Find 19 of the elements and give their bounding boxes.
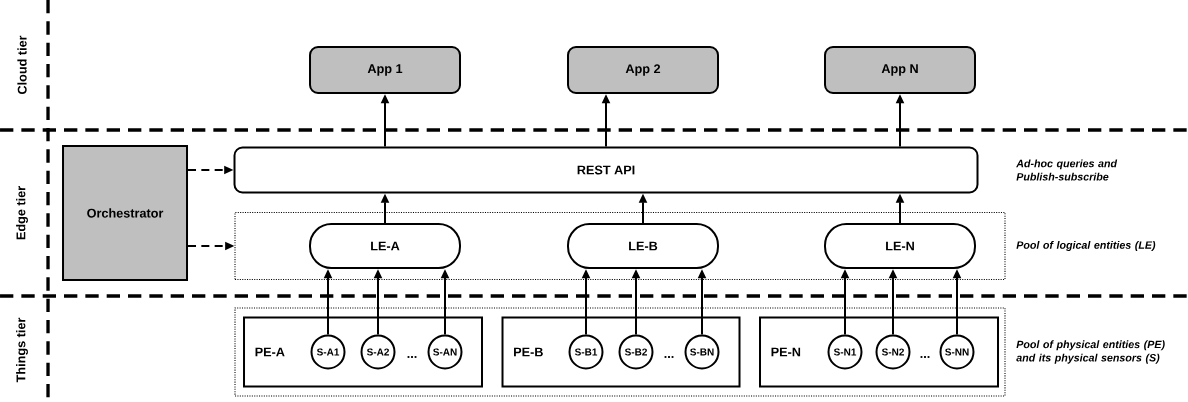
tier-label: Cloud tier <box>17 35 27 95</box>
ellipsis-text: ... <box>664 356 674 358</box>
ellipsis-text: ... <box>407 356 417 358</box>
app-box: App 2 <box>567 46 719 94</box>
pool-box <box>234 211 1006 281</box>
pool-box <box>234 307 1006 397</box>
caption-text: Pool of physical entities (PE) and its physical sensors (S) <box>1016 340 1165 364</box>
caption-text: Ad-hoc queries and Publish-subscribe <box>1016 159 1118 181</box>
app-box: App N <box>824 46 976 94</box>
entity-box: LE-B <box>567 223 719 269</box>
api-box: REST API <box>233 146 979 194</box>
ellipsis-text: ... <box>920 356 930 358</box>
entity-box: LE-A <box>309 223 461 269</box>
entity-box: LE-N <box>824 223 976 269</box>
orchestrator-box: Orchestrator <box>62 145 188 281</box>
app-box: App 1 <box>309 46 461 94</box>
caption-text: Pool of logical entities (LE) <box>1016 241 1156 251</box>
tier-label: Things tier <box>16 317 28 383</box>
tier-label: Edge tier <box>16 186 28 240</box>
